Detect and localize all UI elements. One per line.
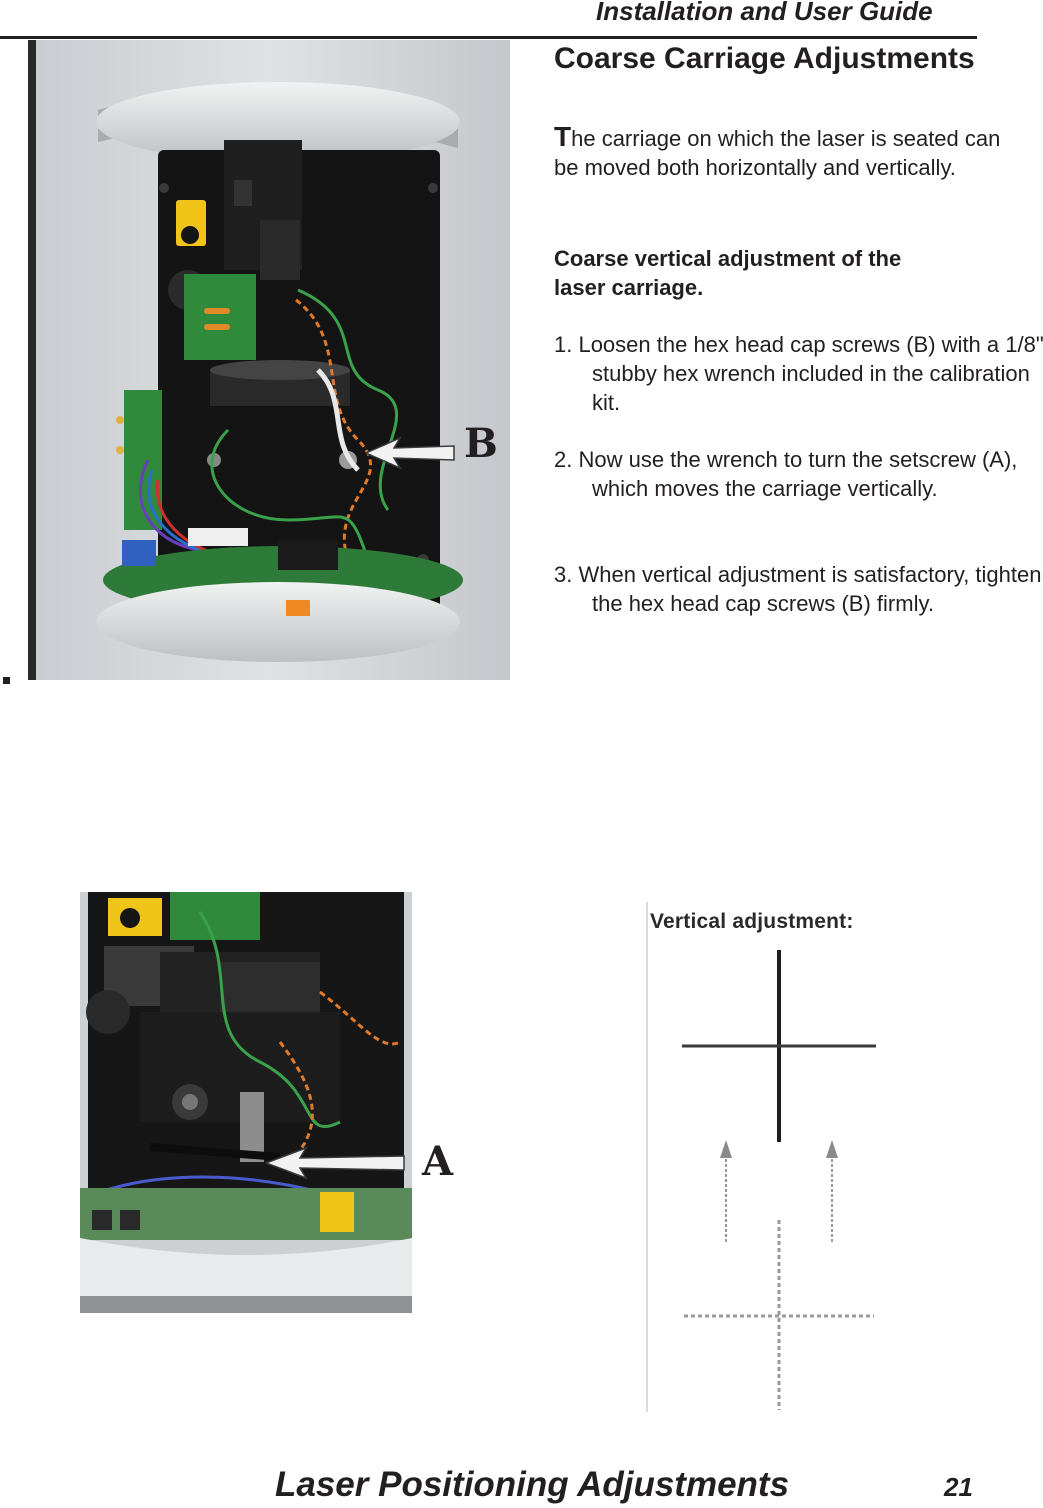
callout-label-a: A xyxy=(422,1138,454,1185)
header-rule xyxy=(0,36,977,39)
callout-label-b: B xyxy=(464,420,498,467)
page-number: 21 xyxy=(944,1472,973,1502)
left-arrow-icon xyxy=(366,436,455,470)
intro-dropcap: T xyxy=(554,121,572,152)
bullet-dot xyxy=(3,677,10,684)
up-arrow-icon xyxy=(720,1140,732,1158)
step-2: 2. Now use the wrench to turn the setscr… xyxy=(554,447,1018,501)
carriage-photo-bottom xyxy=(80,892,412,1313)
vertical-adjustment-diagram xyxy=(646,902,876,1412)
left-arrow-icon xyxy=(266,1146,405,1180)
diagram-title: Vertical adjustment: xyxy=(650,910,854,933)
step-1: 1. Loosen the hex head cap screws (B) wi… xyxy=(554,332,1043,415)
intro-paragraph: The carriage on which the laser is seate… xyxy=(554,122,1024,182)
subhead: Coarse vertical adjustment of the laser … xyxy=(554,246,902,300)
section-title: Coarse Carriage Adjustments xyxy=(554,42,975,75)
footer-title: Laser Positioning Adjustments xyxy=(275,1465,790,1504)
header-title: Installation and User Guide xyxy=(596,0,933,26)
up-arrow-icon xyxy=(826,1140,838,1158)
step-3: 3. When vertical adjustment is satisfact… xyxy=(554,562,1042,616)
intro-text: he carriage on which the laser is seated… xyxy=(554,126,1001,180)
carriage-photo-top xyxy=(28,40,510,680)
